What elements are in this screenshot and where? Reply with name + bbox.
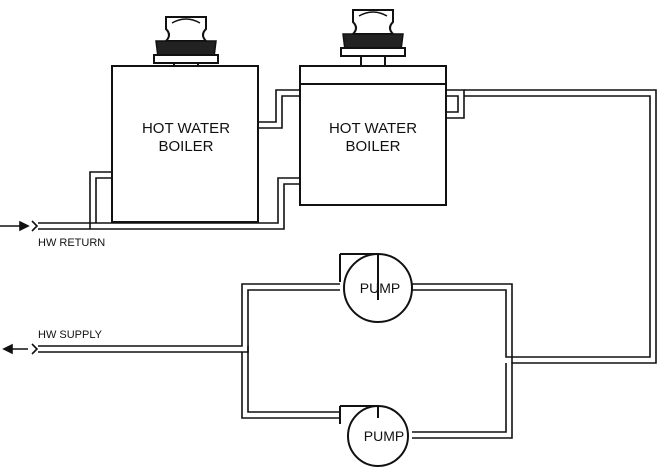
flow-arrows	[0, 220, 39, 355]
boiler-2-label-line1: HOT WATER	[329, 120, 417, 137]
pump-1: PUMP	[339, 253, 413, 323]
boiler-2: HOT WATER BOILER	[299, 9, 447, 206]
supply-arrow-icon	[2, 343, 28, 355]
hw-supply-pipe	[241, 352, 340, 419]
hw-return-label: HW RETURN	[38, 237, 105, 249]
hw-supply-label: HW SUPPLY	[38, 329, 103, 341]
boiler-1-body	[111, 65, 259, 223]
boiler-2-top-plate	[299, 65, 447, 85]
pump-1-label: PUMP	[360, 280, 400, 296]
boiler-2-body	[299, 83, 447, 206]
pump-2: PUMP	[339, 405, 409, 467]
return-arrow-icon	[0, 220, 30, 232]
supply-header-pipe	[412, 89, 657, 439]
boiler-1: HOT WATER BOILER	[111, 16, 259, 223]
pump-2-label: PUMP	[364, 428, 404, 444]
boiler-1-label-line2: BOILER	[158, 138, 213, 155]
boiler-1-label-line1: HOT WATER	[142, 120, 230, 137]
boiler-2-label-line2: BOILER	[345, 138, 400, 155]
